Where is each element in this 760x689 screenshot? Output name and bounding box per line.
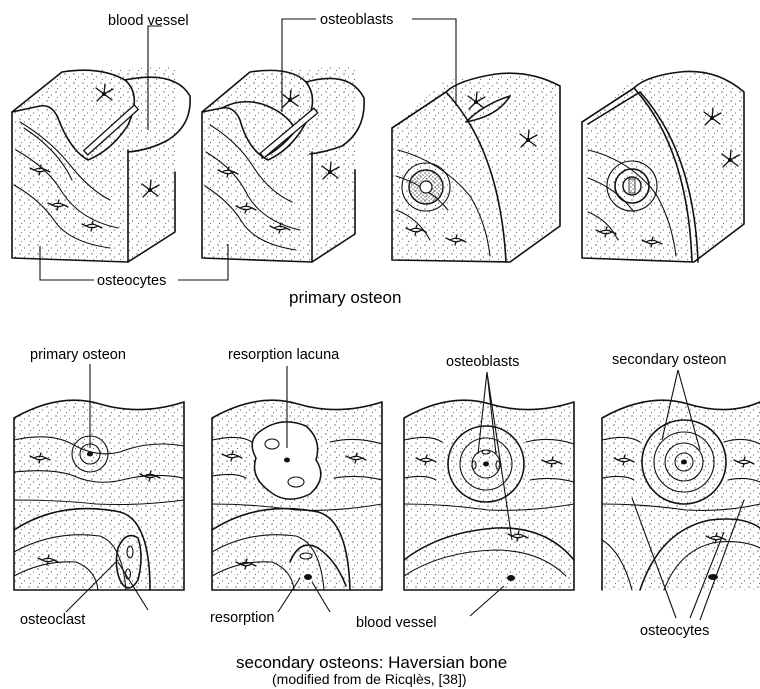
label-blood-vessel-bottom: blood vessel [356,615,437,631]
primary-block-2 [202,66,364,262]
caption-title: secondary osteons: Haversian bone [236,653,507,672]
secondary-block-2 [212,400,382,590]
label-osteocytes-top: osteocytes [97,273,166,289]
label-osteoblasts-bottom: osteoblasts [446,354,519,370]
caption-primary-osteon: primary osteon [289,288,401,307]
primary-block-1 [12,66,190,262]
label-resorption-lacuna: resorption lacuna [228,347,340,363]
label-secondary-osteon: secondary osteon [612,352,726,368]
blood-vessel-dot-right [507,575,515,581]
secondary-block-4 [602,400,760,590]
label-primary-osteon-bottom: primary osteon [30,347,126,363]
label-osteoclast: osteoclast [20,612,85,628]
label-resorption: resorption [210,610,274,626]
blood-vessel-dot-left [304,574,312,580]
secondary-block-1 [14,400,184,590]
secondary-block-3 [404,400,574,590]
primary-block-4 [582,71,744,262]
label-osteocytes-bottom: osteocytes [640,623,709,639]
label-osteoblasts-top: osteoblasts [320,12,393,28]
label-blood-vessel-top: blood vessel [108,13,189,29]
primary-block-3 [392,73,560,262]
caption-source: (modified from de Ricqlès, [38]) [272,671,467,687]
